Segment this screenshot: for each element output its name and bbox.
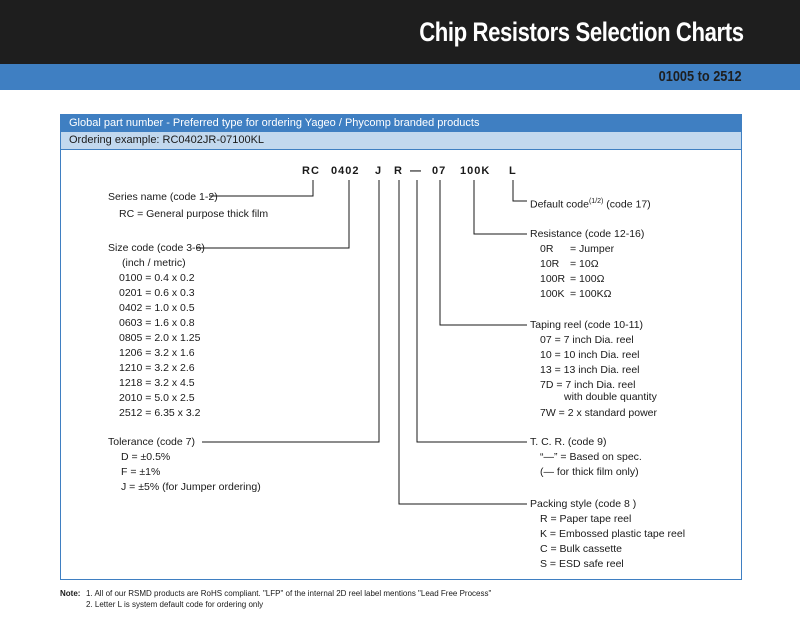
code-series: RC bbox=[302, 165, 320, 177]
note-item: 2. Letter L is system default code for o… bbox=[86, 600, 264, 609]
resistance-title: Resistance (code 12-16) bbox=[530, 228, 645, 240]
packing-line: C = Bulk cassette bbox=[540, 543, 622, 555]
series-line: RC = General purpose thick film bbox=[119, 208, 269, 220]
taping-line: 7D = 7 inch Dia. reel bbox=[540, 379, 636, 391]
taping-title: Taping reel (code 10-11) bbox=[530, 319, 644, 331]
tolerance-line: D = ±0.5% bbox=[121, 451, 171, 463]
size-line: 0402 = 1.0 x 0.5 bbox=[119, 302, 195, 314]
size-connector bbox=[196, 180, 350, 249]
taping-line: 7W = 2 x standard power bbox=[540, 407, 658, 419]
packing-connector bbox=[398, 180, 527, 505]
size-line: 0201 = 0.6 x 0.3 bbox=[119, 287, 195, 299]
resistance-code: 0R bbox=[540, 243, 554, 255]
size-line: 2010 = 5.0 x 2.5 bbox=[119, 392, 195, 404]
ordering-example: Ordering example: RC0402JR-07100KL bbox=[61, 132, 741, 150]
size-line: 0805 = 2.0 x 1.25 bbox=[119, 332, 201, 344]
tolerance-line: F = ±1% bbox=[121, 466, 161, 478]
note-item: 1. All of our RSMD products are RoHS com… bbox=[86, 589, 492, 598]
resistance-code: 100K bbox=[540, 288, 565, 300]
tcr-title: T. C. R. (code 9) bbox=[530, 436, 607, 448]
code-taping: 07 bbox=[432, 165, 447, 177]
size-title: Size code (code 3-6) bbox=[108, 242, 205, 254]
size-line: 1218 = 3.2 x 4.5 bbox=[119, 377, 195, 389]
packing-line: S = ESD safe reel bbox=[540, 558, 624, 570]
tolerance-connector bbox=[202, 180, 380, 443]
taping-connector bbox=[439, 180, 527, 326]
code-default: L bbox=[509, 165, 517, 177]
series-connector bbox=[209, 180, 314, 197]
code-resistance: 100K bbox=[460, 165, 491, 177]
size-line: 2512 = 6.35 x 3.2 bbox=[119, 407, 201, 419]
resistance-value: = 100Ω bbox=[570, 273, 605, 285]
taping-line: with double quantity bbox=[564, 391, 657, 403]
resistance-value: = Jumper bbox=[570, 243, 615, 255]
note-label: Note: bbox=[60, 589, 81, 598]
page-title: Chip Resistors Selection Charts bbox=[419, 17, 745, 47]
resistance-value: = 10Ω bbox=[570, 258, 599, 270]
resistance-value: = 100KΩ bbox=[570, 288, 612, 300]
series-title: Series name (code 1-2) bbox=[108, 191, 218, 203]
panel-heading-text: Global part number - Preferred type for … bbox=[69, 117, 480, 129]
packing-title: Packing style (code 8 ) bbox=[530, 498, 637, 510]
code-packing: R bbox=[394, 165, 403, 177]
part-number-panel: Global part number - Preferred type for … bbox=[60, 114, 742, 580]
resistance-connector bbox=[473, 180, 527, 235]
page-subtitle: 01005 to 2512 bbox=[659, 68, 742, 85]
ordering-example-text: Ordering example: RC0402JR-07100KL bbox=[69, 134, 265, 146]
packing-line: K = Embossed plastic tape reel bbox=[540, 528, 686, 540]
size-line: 1210 = 3.2 x 2.6 bbox=[119, 362, 195, 374]
panel-heading: Global part number - Preferred type for … bbox=[61, 115, 741, 132]
default-code-title: Default code(1/2) (code 17) bbox=[530, 198, 651, 211]
resistance-code: 100R bbox=[540, 273, 566, 285]
default-connector bbox=[512, 180, 527, 202]
size-line: 0100 = 0.4 x 0.2 bbox=[119, 272, 195, 284]
tcr-connector bbox=[416, 180, 527, 443]
code-tolerance: J bbox=[375, 165, 383, 177]
taping-line: 07 = 7 inch Dia. reel bbox=[540, 334, 634, 346]
title-bar: Chip Resistors Selection Charts bbox=[0, 0, 800, 64]
packing-line: R = Paper tape reel bbox=[540, 513, 632, 525]
size-line: (inch / metric) bbox=[122, 257, 186, 269]
taping-line: 13 = 13 inch Dia. reel bbox=[540, 364, 640, 376]
tcr-line: “—” = Based on spec. bbox=[540, 451, 642, 463]
tcr-line: (— for thick film only) bbox=[540, 466, 639, 478]
code-size: 0402 bbox=[331, 165, 360, 177]
taping-line: 10 = 10 inch Dia. reel bbox=[540, 349, 640, 361]
code-tcr: — bbox=[410, 165, 422, 177]
size-line: 1206 = 3.2 x 1.6 bbox=[119, 347, 195, 359]
resistance-code: 10R bbox=[540, 258, 560, 270]
size-line: 0603 = 1.6 x 0.8 bbox=[119, 317, 195, 329]
tolerance-line: J = ±5% (for Jumper ordering) bbox=[121, 481, 261, 493]
tolerance-title: Tolerance (code 7) bbox=[108, 436, 195, 448]
subtitle-bar: 01005 to 2512 bbox=[0, 64, 800, 90]
